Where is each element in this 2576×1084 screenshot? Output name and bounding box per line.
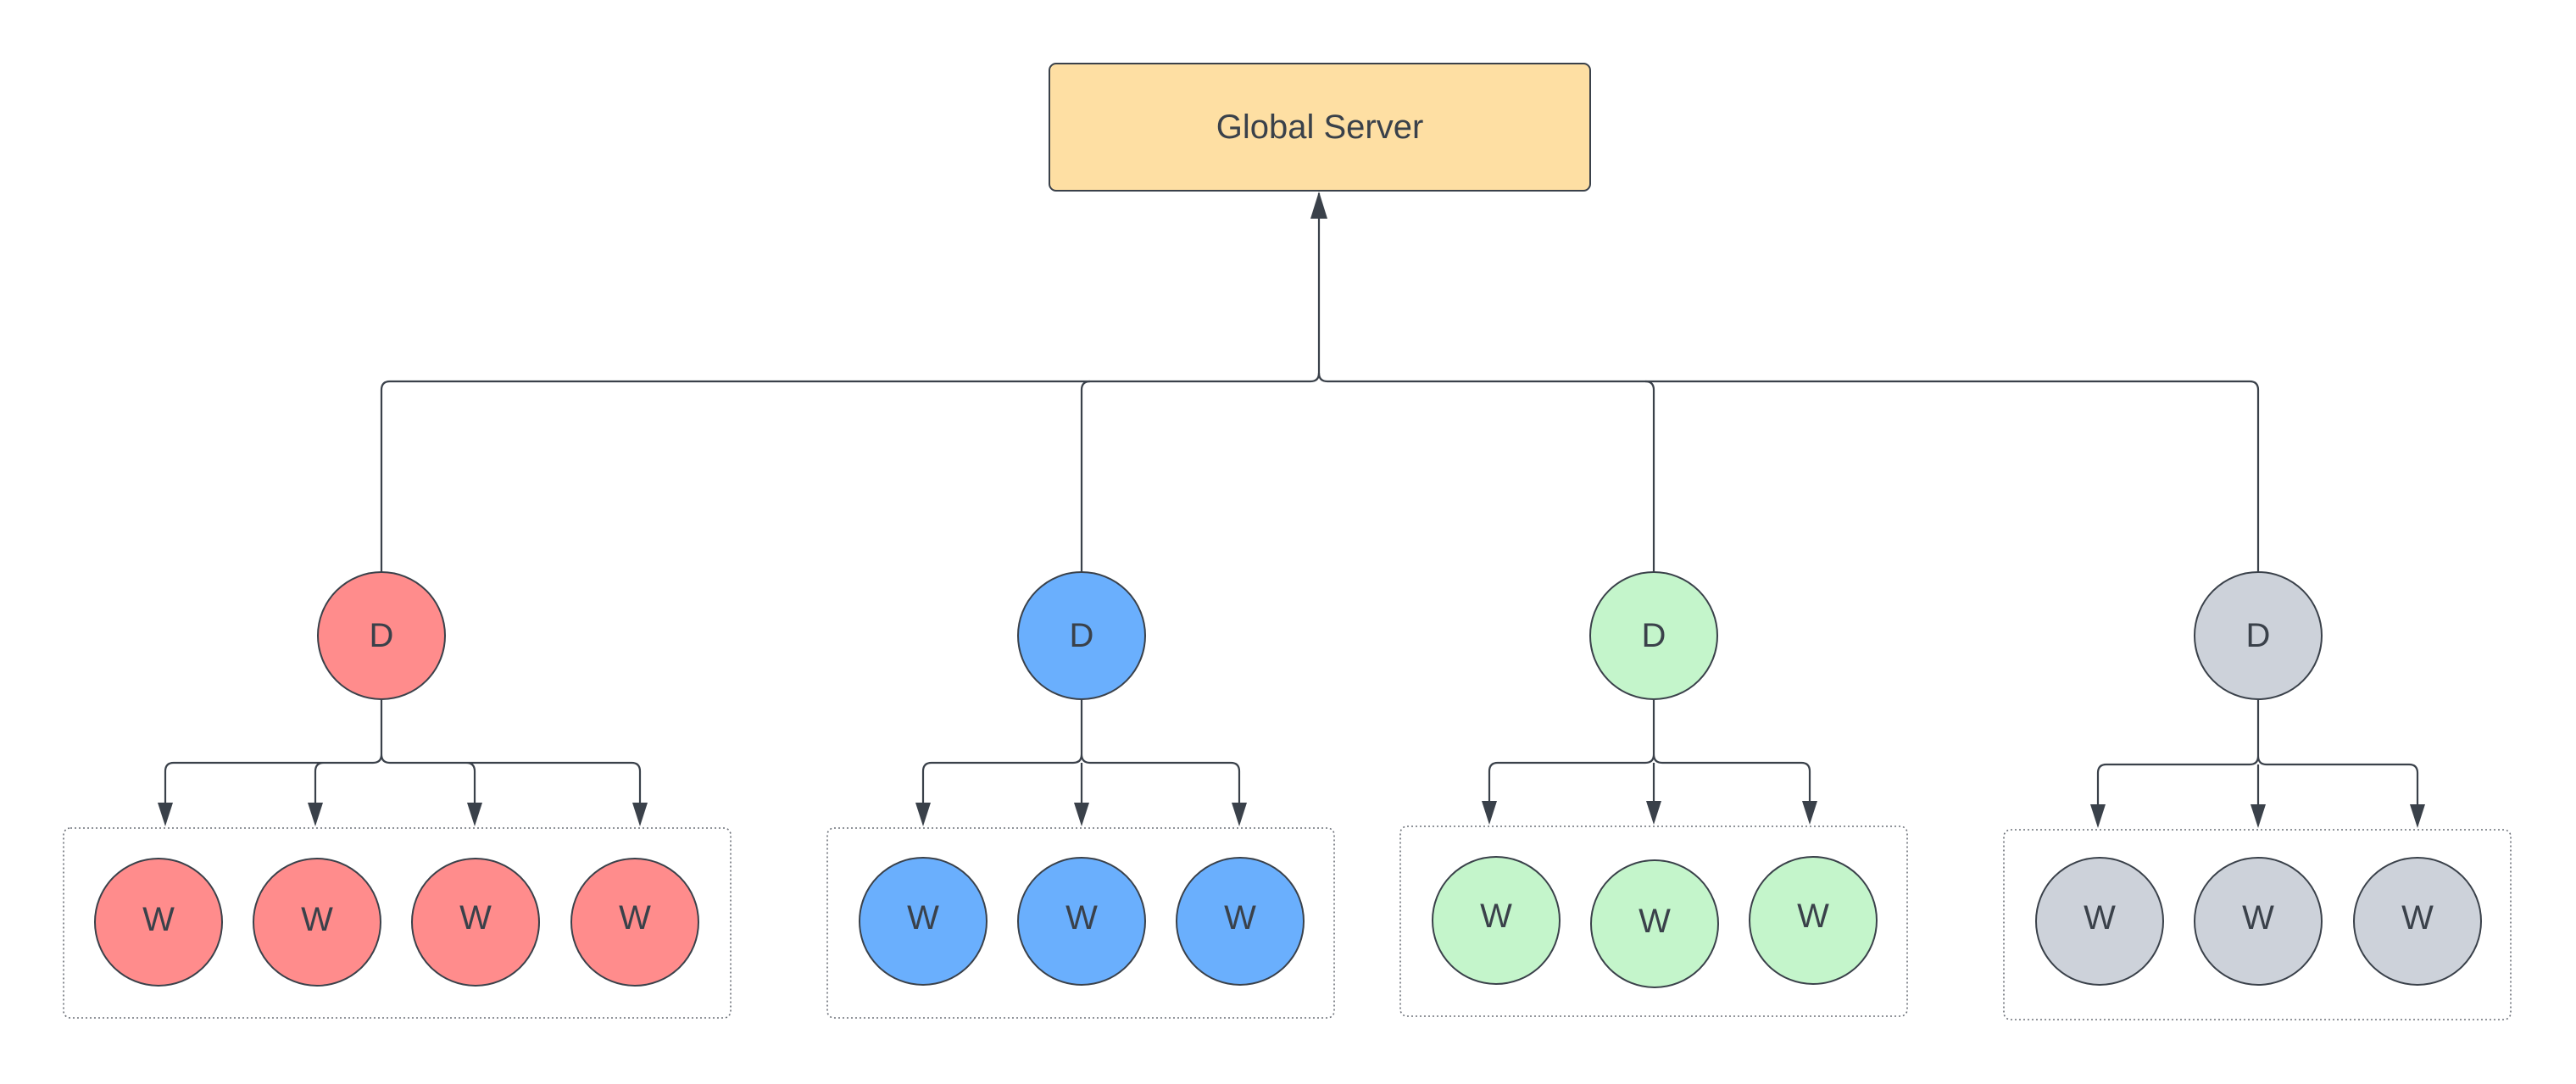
global-server-box: [1049, 63, 1591, 192]
cluster-1-worker-3[interactable]: W: [411, 858, 540, 987]
cluster-1-worker-group: [63, 827, 732, 1019]
cluster-1-arrow-4: [632, 803, 648, 826]
cluster-3-worker-group: [1399, 826, 1908, 1017]
server-bus-line: [380, 372, 2260, 572]
cluster-2-worker-group: [826, 827, 1335, 1019]
cluster-3-worker-3[interactable]: W: [1749, 856, 1878, 985]
cluster-1-arrow-1: [158, 803, 173, 826]
worker-label: W: [301, 901, 333, 938]
worker-label: W: [1639, 903, 1671, 940]
worker-label: W: [142, 901, 175, 938]
worker-label: W: [2242, 899, 2274, 937]
driver-4-label: D: [2246, 617, 2271, 654]
driver-2-up-line: [1080, 380, 1091, 572]
cluster-4-worker-1[interactable]: W: [2035, 857, 2164, 986]
cluster-3-arrow-1: [1482, 801, 1497, 825]
worker-circle: [570, 858, 699, 987]
cluster-1-arrow-3: [467, 803, 482, 826]
driver-1-circle: [317, 571, 446, 700]
driver-4-circle: [2194, 571, 2323, 700]
worker-circle: [1432, 856, 1561, 985]
worker-label: W: [1224, 899, 1256, 937]
cluster-2-arrow-3: [1232, 803, 1247, 826]
driver-3-circle: [1589, 571, 1718, 700]
worker-nodes: W W W W W W W W: [94, 856, 2482, 988]
cluster-2-worker-1[interactable]: W: [859, 857, 988, 986]
cluster-1-worker-4[interactable]: W: [570, 858, 699, 987]
driver-node-1[interactable]: D: [317, 571, 446, 700]
worker-label: W: [907, 899, 939, 937]
worker-circle: [859, 857, 988, 986]
cluster-1-arrow-2: [308, 803, 323, 826]
worker-circle: [1176, 857, 1305, 986]
worker-circle: [1017, 857, 1146, 986]
global-server-label: Global Server: [1216, 108, 1424, 146]
driver-2-circle: [1017, 571, 1146, 700]
server-arrowhead: [1310, 192, 1327, 219]
cluster-4-arrow-3: [2410, 804, 2425, 828]
driver-2-label: D: [1070, 617, 1094, 654]
cluster-3-worker-1[interactable]: W: [1432, 856, 1561, 985]
cluster-3-arrow-3: [1802, 801, 1817, 825]
worker-label: W: [1797, 898, 1829, 935]
worker-label: W: [1065, 899, 1098, 937]
driver-to-worker-connectors: [158, 700, 2425, 828]
driver-3-label: D: [1642, 617, 1666, 654]
worker-circle: [94, 858, 223, 987]
worker-label: W: [2084, 899, 2116, 937]
cluster-1-fanout-line: [164, 700, 642, 805]
worker-circle: [1749, 856, 1878, 985]
cluster-3-arrow-2: [1646, 801, 1661, 825]
cluster-4-worker-2[interactable]: W: [2194, 857, 2323, 986]
cluster-4-arrow-1: [2090, 804, 2106, 828]
worker-circle: [1590, 859, 1719, 988]
worker-circle: [2353, 857, 2482, 986]
worker-label: W: [459, 899, 492, 937]
cluster-1-worker-2[interactable]: W: [253, 858, 381, 987]
worker-circle: [411, 858, 540, 987]
cluster-2-fanout-line: [921, 700, 1241, 805]
driver-node-4[interactable]: D: [2194, 571, 2323, 700]
worker-label: W: [2401, 899, 2434, 937]
worker-label: W: [1480, 898, 1512, 935]
worker-groups: [63, 826, 2512, 1020]
driver-node-2[interactable]: D: [1017, 571, 1146, 700]
cluster-2-worker-2[interactable]: W: [1017, 857, 1146, 986]
cluster-1-worker-1[interactable]: W: [94, 858, 223, 987]
driver-1-label: D: [370, 617, 394, 654]
cluster-4-arrow-2: [2251, 804, 2266, 828]
driver-nodes: D D D D: [317, 571, 2323, 700]
cluster-2-worker-3[interactable]: W: [1176, 857, 1305, 986]
worker-label: W: [619, 899, 651, 937]
cluster-2-arrow-1: [915, 803, 931, 826]
cluster-4-worker-3[interactable]: W: [2353, 857, 2482, 986]
cluster-2-arrow-2: [1074, 803, 1089, 826]
worker-circle: [2194, 857, 2323, 986]
driver-node-3[interactable]: D: [1589, 571, 1718, 700]
cluster-4-worker-group: [2003, 829, 2512, 1020]
cluster-4-fanout-line: [2096, 700, 2419, 807]
cluster-3-fanout-line: [1488, 700, 1811, 803]
worker-circle: [253, 858, 381, 987]
worker-circle: [2035, 857, 2164, 986]
global-server-node[interactable]: Global Server: [1049, 63, 1591, 192]
driver-to-server-connectors: [380, 192, 2260, 572]
cluster-3-worker-2[interactable]: W: [1590, 859, 1719, 988]
driver-3-up-line: [1644, 380, 1655, 572]
